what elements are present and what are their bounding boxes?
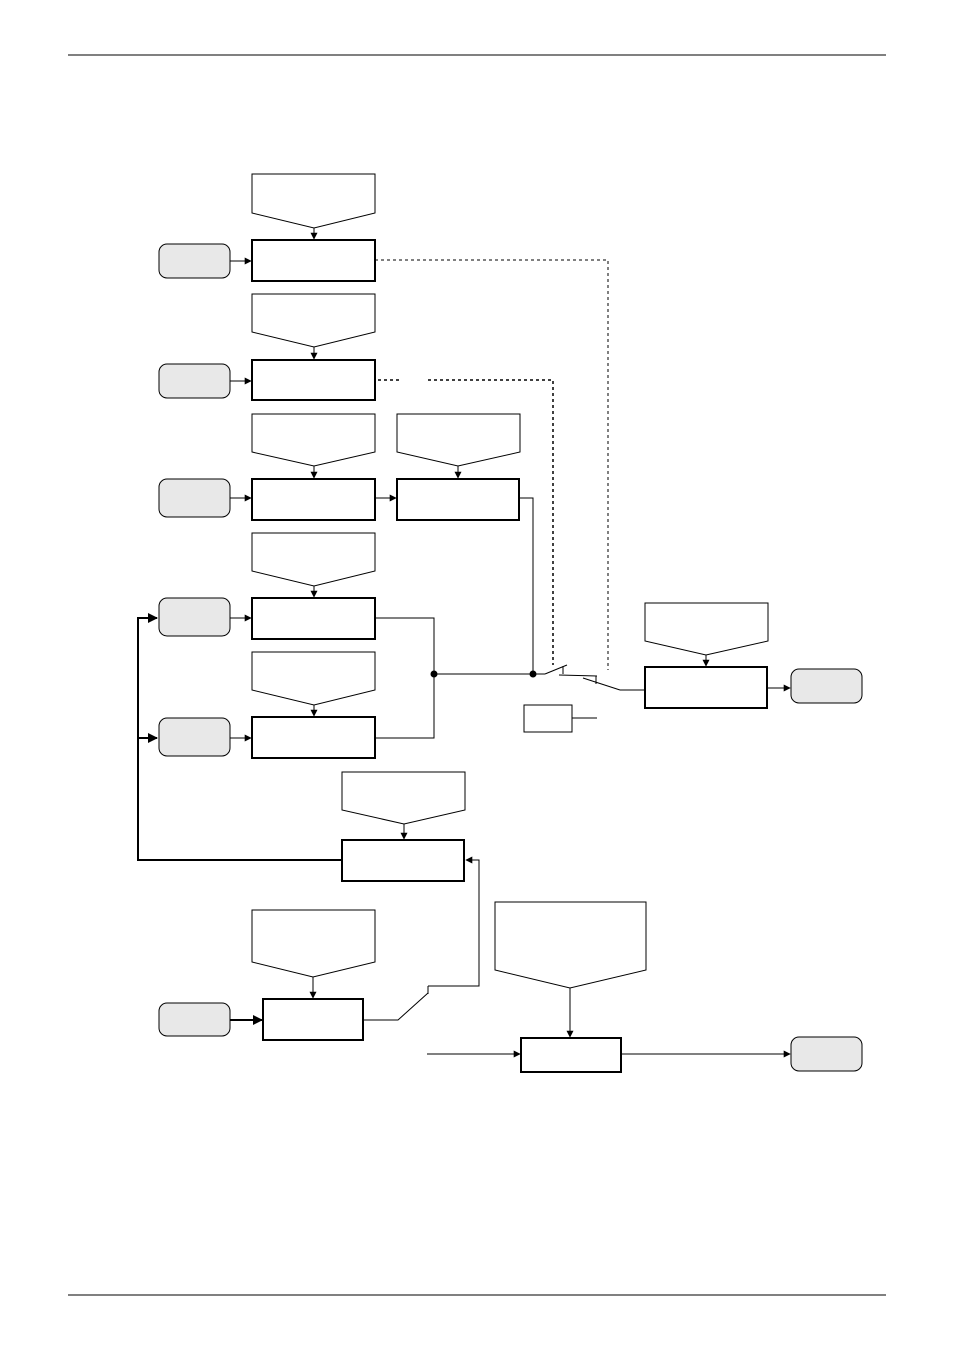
parameter-callout-5 <box>251 532 376 587</box>
parameter-callout-4 <box>396 413 521 467</box>
parameter-callout-7 <box>644 602 769 656</box>
input-terminal-6 <box>158 1002 231 1037</box>
parameter-callout-8 <box>341 771 466 825</box>
function-block-7 <box>644 666 768 709</box>
input-terminal-5 <box>158 717 231 757</box>
parameter-callout-1 <box>251 173 376 229</box>
function-block-1 <box>251 239 376 282</box>
function-block-6 <box>251 716 376 759</box>
connector-4-junction <box>519 497 534 674</box>
switch-blade-a <box>544 664 568 675</box>
junction-dot-1 <box>430 670 438 678</box>
function-block-3 <box>251 478 376 521</box>
input-terminal-2 <box>158 363 231 399</box>
switch-label-box <box>523 704 573 733</box>
input-terminal-1 <box>158 243 231 279</box>
parameter-callout-2 <box>251 293 376 348</box>
dashed-control-2b <box>428 379 554 665</box>
switch-blade-b <box>582 677 621 691</box>
parameter-callout-10 <box>494 901 647 989</box>
output-terminal-1 <box>790 668 863 704</box>
input-terminal-3 <box>158 478 231 518</box>
switch-contact-a <box>558 674 598 677</box>
function-block-2 <box>251 359 376 401</box>
function-block-8 <box>341 839 465 882</box>
connector-switch-8 <box>428 856 480 987</box>
connector-9-switch <box>363 992 429 1021</box>
function-block-9 <box>262 998 364 1041</box>
parameter-callout-6 <box>251 651 376 706</box>
connector-5-merge <box>375 617 435 739</box>
function-block-5 <box>251 597 376 640</box>
parameter-callout-9 <box>251 909 376 978</box>
function-block-10 <box>520 1037 622 1073</box>
function-block-4 <box>396 478 520 521</box>
dashed-control-1 <box>375 259 609 670</box>
input-terminal-4 <box>158 597 231 637</box>
parameter-callout-3 <box>251 413 376 467</box>
output-terminal-2 <box>790 1036 863 1072</box>
